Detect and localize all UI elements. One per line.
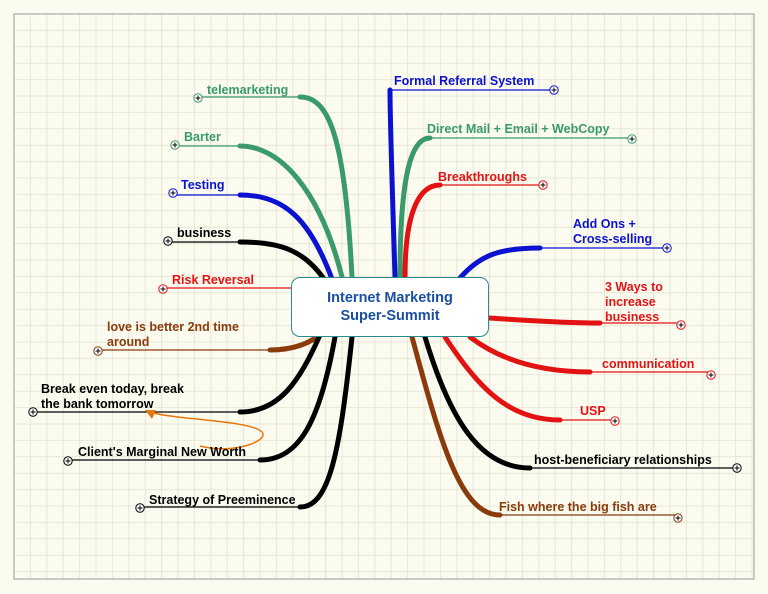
branch-connector-taper-usp [444,336,561,421]
branch-label-risk-reversal[interactable]: Risk Reversal [172,273,255,287]
branch-label-barter[interactable]: Barter [184,130,221,144]
branch-links [33,87,737,518]
branch-connector-taper-telemarketing [299,96,353,278]
branch-connector-taper-host-beneficiary [424,336,531,469]
branch-label-love-2nd-time[interactable]: love is better 2nd time around [107,320,239,349]
branch-label-breakthroughs[interactable]: Breakthroughs [438,170,527,184]
central-topic-label: Internet Marketing Super-Summit [327,290,453,324]
branch-label-host-beneficiary[interactable]: host-beneficiary relationships [534,453,712,467]
branch-connector-taper-barter [239,145,343,278]
plus-circle-icon[interactable] [135,503,145,513]
branch-label-direct-mail[interactable]: Direct Mail + Email + WebCopy [427,122,610,136]
branch-connector-taper-formal-referral [389,89,396,278]
plus-circle-icon[interactable] [158,284,168,294]
branch-label-break-even[interactable]: Break even today, break the bank tomorro… [41,382,184,411]
branch-connector-taper-direct-mail [399,137,431,278]
plus-circle-icon[interactable] [93,346,103,356]
plus-circle-icon[interactable] [63,456,73,466]
plus-circle-icon[interactable] [732,463,742,473]
branch-label-telemarketing[interactable]: telemarketing [207,83,289,97]
branch-label-three-ways[interactable]: 3 Ways to increase business [605,280,663,324]
plus-circle-icon[interactable] [193,93,203,103]
central-topic[interactable]: Internet Marketing Super-Summit [291,277,489,337]
branch-label-big-fish[interactable]: Fish where the big fish are [499,500,657,514]
branch-label-marginal-net-worth[interactable]: Client's Marginal New Worth [78,445,247,459]
plus-circle-icon[interactable] [610,416,620,426]
branch-connector-taper-business [239,241,327,283]
branch-connector-taper-break-even [239,334,321,413]
plus-circle-icon[interactable] [706,370,716,380]
relationship-arrow [145,410,264,450]
plus-circle-icon[interactable] [168,188,178,198]
branch-connector-taper-big-fish [411,336,501,516]
branch-connector-taper-marginal-net-worth [259,336,336,461]
canvas-frame [13,13,755,580]
plus-circle-icon[interactable] [673,513,683,523]
plus-circle-icon[interactable] [163,236,173,246]
branch-connector-taper-communication [469,336,591,373]
branch-label-add-ons[interactable]: Add Ons + Cross-selling [573,217,653,246]
branch-connector-taper-three-ways [488,317,601,324]
branch-label-testing[interactable]: Testing [181,178,225,192]
plus-circle-icon[interactable] [538,180,548,190]
branch-connector-taper-breakthroughs [404,184,441,278]
expand-icons [28,85,742,523]
branch-connector-taper-testing [239,194,333,280]
plus-circle-icon[interactable] [170,140,180,150]
branch-label-communication[interactable]: communication [602,357,695,371]
branch-label-usp[interactable]: USP [580,404,606,418]
branch-label-business[interactable]: business [177,226,232,240]
plus-circle-icon[interactable] [627,134,637,144]
plus-circle-icon[interactable] [549,85,559,95]
arrow-head-icon [145,410,156,419]
relationship-curve[interactable] [149,411,264,450]
branch-label-formal-referral[interactable]: Formal Referral System [394,74,535,88]
branch-connector-taper-preeminence [299,336,353,508]
branch-connector-taper-add-ons [459,247,541,279]
branch-label-preeminence[interactable]: Strategy of Preeminence [149,493,296,507]
plus-circle-icon[interactable] [676,320,686,330]
plus-circle-icon[interactable] [28,407,38,417]
plus-circle-icon[interactable] [662,243,672,253]
